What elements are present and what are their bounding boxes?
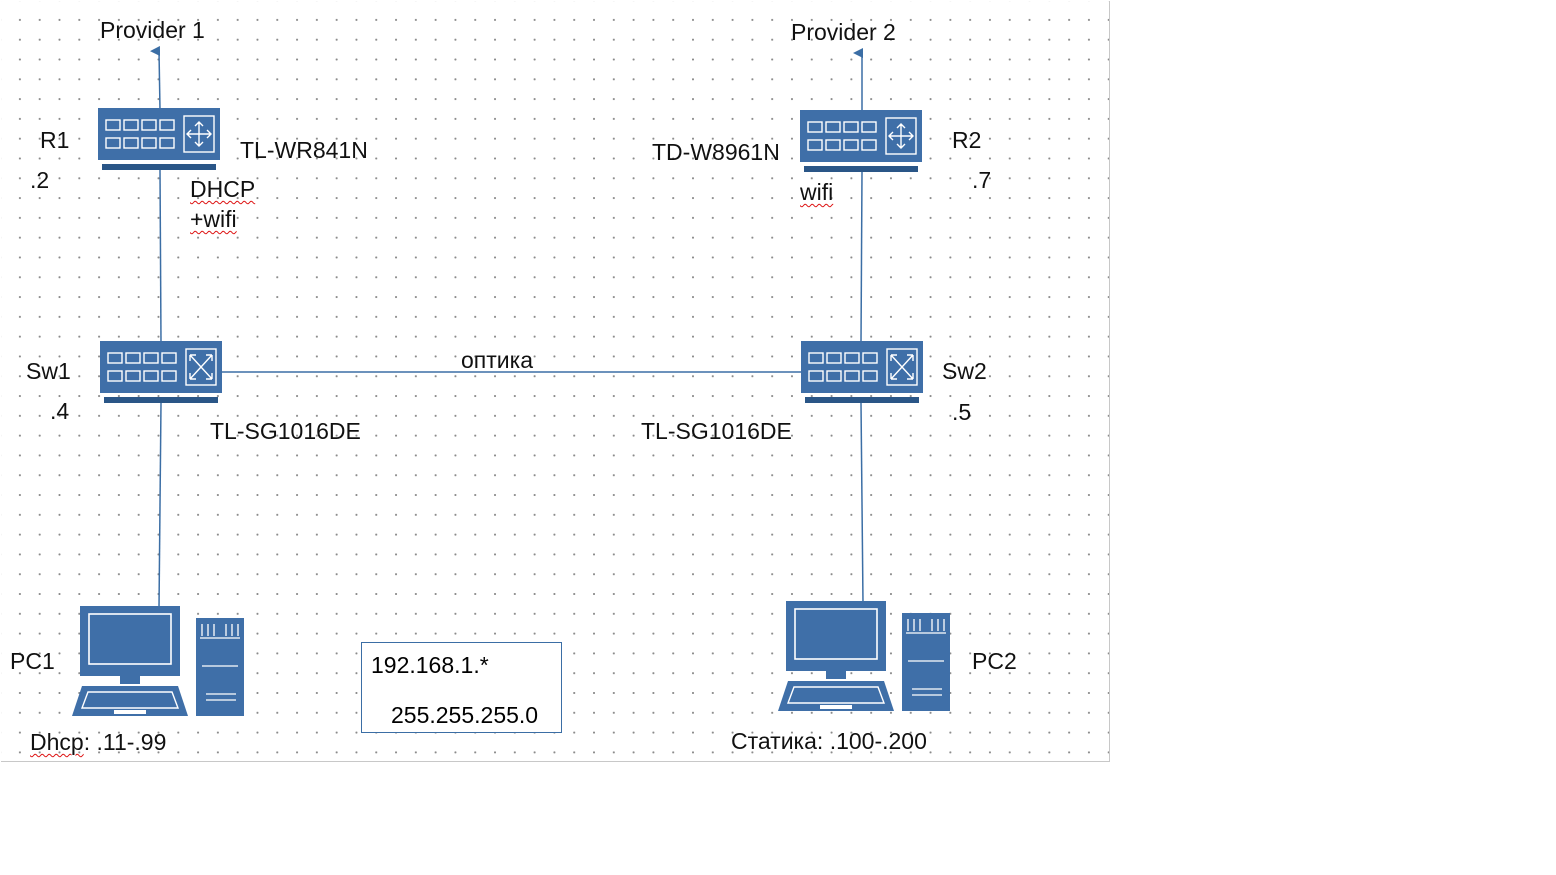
r1-note-wifi: +wifi — [190, 206, 237, 232]
sw2-ip: .5 — [952, 399, 972, 425]
pc2-name: PC2 — [972, 648, 1017, 674]
mask-text: 255.255.255.0 — [391, 702, 539, 728]
fiber-link-label: оптика — [461, 347, 533, 373]
pc1-range-rest: : .11-.99 — [83, 729, 167, 755]
r1-model: TL-WR841N — [240, 137, 368, 163]
pc1-range-prefix: Dhcp — [30, 729, 84, 755]
r1-note-dhcp: DHCP — [190, 176, 256, 202]
r2-note-wifi: wifi — [800, 179, 834, 205]
provider-2-label: Provider 2 — [791, 19, 896, 45]
pc2-range: Статика: .100-.200 — [731, 728, 927, 754]
sw2-name: Sw2 — [942, 358, 987, 384]
sw1-name: Sw1 — [26, 358, 71, 384]
r1-ip: .2 — [30, 167, 50, 193]
switch-icon[interactable] — [100, 341, 224, 405]
provider-1-label: Provider 1 — [100, 17, 205, 43]
pc-icon[interactable] — [778, 601, 954, 713]
link-r1-sw1 — [159, 169, 162, 344]
r2-model: TD-W8961N — [652, 139, 780, 165]
r2-ip: .7 — [972, 167, 992, 193]
link-r2-sw2 — [860, 171, 863, 344]
r1-name: R1 — [40, 127, 70, 153]
subnet-text: 192.168.1.* — [371, 652, 489, 678]
r2-name: R2 — [952, 127, 982, 153]
pc-icon[interactable] — [72, 606, 248, 718]
pc1-name: PC1 — [10, 648, 55, 674]
sw1-model: TL-SG1016DE — [210, 418, 361, 444]
router-icon[interactable] — [98, 108, 222, 172]
uplink-arrow-r1 — [150, 45, 161, 111]
pc1-range: Dhcp: .11-.99 — [30, 731, 166, 754]
link-sw1-pc1 — [158, 402, 162, 609]
link-sw2-pc2 — [860, 402, 864, 604]
network-info-box[interactable]: 192.168.1.* 255.255.255.0 — [361, 642, 562, 733]
switch-icon[interactable] — [801, 341, 925, 405]
sw1-ip: .4 — [50, 398, 70, 424]
router-icon[interactable] — [800, 110, 924, 174]
sw2-model: TL-SG1016DE — [641, 418, 792, 444]
